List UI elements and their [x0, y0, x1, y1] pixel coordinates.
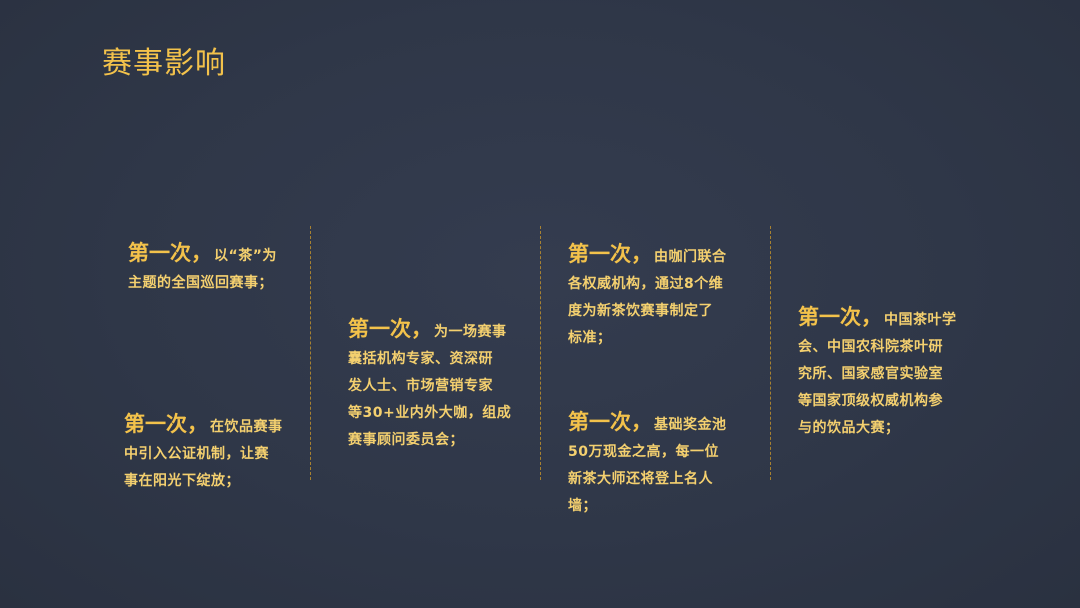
milestone-line: 究所、国家感官实验室 [798, 366, 943, 382]
milestone-text: 由咖门联合 [654, 249, 727, 265]
milestone-line: 会、中国农科院茶叶研 [798, 339, 943, 355]
milestone-line: 发人士、市场营销专家 [348, 378, 493, 394]
milestone-line: 标准； [568, 330, 612, 346]
milestone-block-3: 第一次，为一场赛事 囊括机构专家、资深研 发人士、市场营销专家 等30+业内外大… [348, 316, 534, 454]
milestone-line: 墙； [568, 498, 597, 514]
milestone-line: 各权威机构，通过8个维 [568, 276, 724, 292]
column-divider-2 [540, 226, 541, 480]
milestone-text: 基础奖金池 [654, 417, 727, 433]
milestone-line: 事在阳光下绽放； [124, 473, 240, 489]
milestone-line: 赛事顾问委员会； [348, 432, 464, 448]
milestone-text: 中国茶叶学 [884, 312, 957, 328]
milestone-text: 为一场赛事 [434, 324, 507, 340]
milestone-line: 50万现金之高，每一位 [568, 444, 719, 460]
milestone-line: 囊括机构专家、资深研 [348, 351, 493, 367]
milestone-lead: 第一次， [128, 241, 212, 265]
milestone-line: 等国家顶级权威机构参 [798, 393, 943, 409]
milestone-text: 在饮品赛事 [210, 419, 283, 435]
milestone-line: 第一次，由咖门联合 [568, 241, 754, 271]
column-divider-3 [770, 226, 771, 480]
milestone-line: 第一次，为一场赛事 [348, 316, 534, 346]
milestone-block-1: 第一次，以“茶”为 主题的全国巡回赛事； [128, 240, 306, 297]
milestone-line: 第一次，以“茶”为 [128, 240, 306, 270]
milestone-block-6: 第一次，中国茶叶学 会、中国农科院茶叶研 究所、国家感官实验室 等国家顶级权威机… [798, 304, 984, 442]
milestone-line: 新茶大师还将登上名人 [568, 471, 713, 487]
milestone-block-2: 第一次，在饮品赛事 中引入公证机制，让赛 事在阳光下绽放； [124, 411, 306, 495]
milestone-line: 等30+业内外大咖，组成 [348, 405, 512, 421]
milestone-line: 主题的全国巡回赛事； [128, 275, 273, 291]
milestone-lead: 第一次， [348, 317, 432, 341]
milestone-line: 第一次，在饮品赛事 [124, 411, 306, 441]
milestone-line: 第一次，中国茶叶学 [798, 304, 984, 334]
page-title: 赛事影响 [102, 46, 226, 81]
milestone-lead: 第一次， [124, 412, 208, 436]
milestone-text: 以“茶”为 [214, 248, 277, 264]
milestone-line: 与的饮品大赛； [798, 420, 900, 436]
milestone-line: 第一次，基础奖金池 [568, 409, 754, 439]
milestone-lead: 第一次， [798, 305, 882, 329]
milestone-lead: 第一次， [568, 242, 652, 266]
milestone-block-4: 第一次，由咖门联合 各权威机构，通过8个维 度为新茶饮赛事制定了 标准； [568, 241, 754, 352]
milestone-lead: 第一次， [568, 410, 652, 434]
milestone-block-5: 第一次，基础奖金池 50万现金之高，每一位 新茶大师还将登上名人 墙； [568, 409, 754, 520]
milestone-line: 中引入公证机制，让赛 [124, 446, 269, 462]
milestone-line: 度为新茶饮赛事制定了 [568, 303, 713, 319]
column-divider-1 [310, 226, 311, 480]
